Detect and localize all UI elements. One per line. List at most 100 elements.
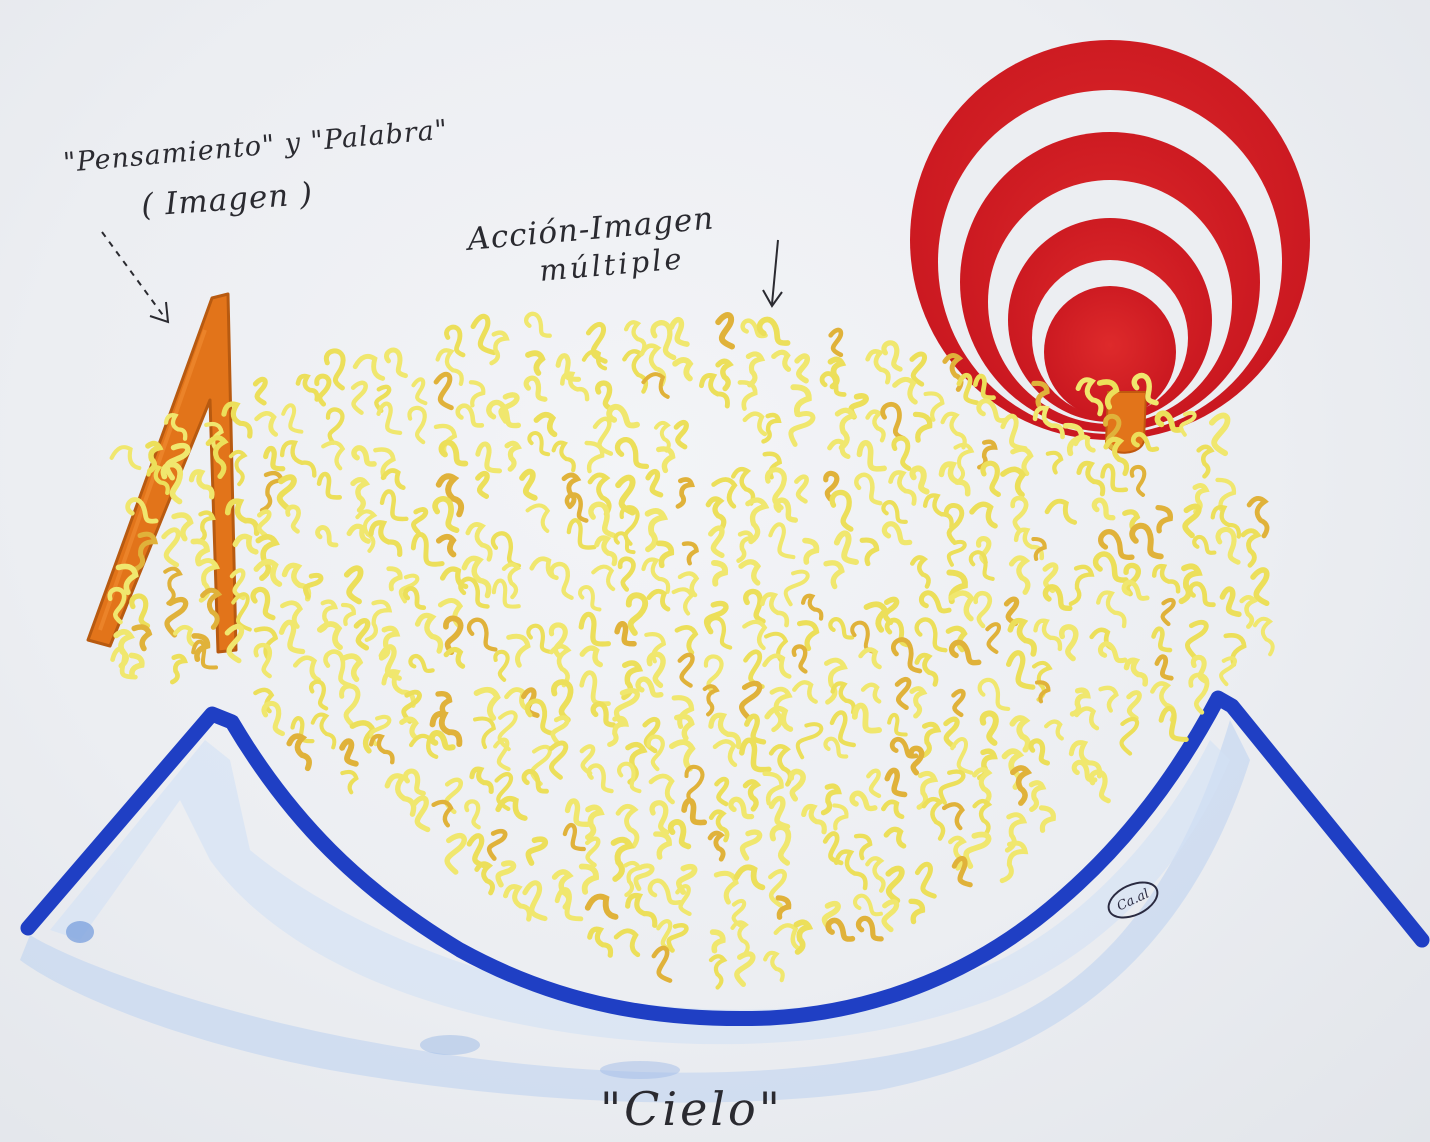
squiggle-mark [221,401,253,439]
squiggle-mark [674,713,695,741]
squiggle-mark [946,540,967,567]
squiggle-mark [921,796,946,841]
squiggle-mark [578,863,599,895]
squiggle-mark [1071,759,1098,783]
squiggle-mark [458,576,490,609]
squiggle-mark [923,391,945,422]
squiggle-mark [908,898,926,925]
squiggle-mark [617,761,642,794]
squiggle-mark [411,507,429,535]
squiggle-mark [646,588,671,612]
squiggle-mark [584,804,605,841]
squiggle-mark [613,687,640,727]
squiggle-mark [585,321,608,364]
squiggle-mark [681,797,708,826]
squiggle-mark [414,612,444,654]
squiggle-mark [858,647,882,670]
squiggle-mark [794,474,809,504]
squiggle-mark [1240,528,1262,568]
squiggle-mark [739,737,772,773]
squiggle-mark [622,349,649,394]
squiggle-mark [773,497,799,523]
squiggle-mark [764,705,794,732]
squiggle-mark [586,763,614,794]
squiggle-mark [1223,633,1247,667]
squiggle-mark [769,824,792,866]
squiggle-mark [191,639,219,670]
squiggle-mark [655,540,675,569]
squiggle-mark [953,442,975,485]
squiggle-mark [466,833,489,869]
squiggle-mark [743,588,766,624]
squiggle-mark [1092,551,1129,583]
squiggle-mark [769,686,793,733]
squiggle-mark [346,523,371,544]
squiggle-mark [1178,563,1203,605]
squiggle-mark [641,557,671,594]
squiggle-mark [200,587,223,630]
squiggle-mark [672,356,694,382]
squiggle-mark [891,637,923,674]
squiggle-mark [849,790,878,812]
squiggle-mark [985,622,1001,654]
squiggle-mark [1091,497,1116,521]
squiggle-mark [355,509,378,553]
squiggle-mark [951,856,973,888]
squiggle-mark [475,441,503,474]
squiggle-mark [833,530,859,565]
squiggle-mark [1010,765,1033,806]
squiggle-mark [401,689,422,724]
squiggle-mark [945,625,968,653]
squiggle-mark [431,799,454,828]
squiggle-mark [228,449,248,487]
squiggle-mark [745,497,770,545]
squiggle-mark [1123,562,1142,597]
yellow-squiggle-marks [107,311,1275,990]
squiggle-mark [323,348,346,391]
squiggle-mark [881,521,913,546]
squiggle-mark [635,676,664,698]
squiggle-mark [490,531,522,568]
squiggle-mark [739,680,763,722]
squiggle-mark [763,950,785,983]
squiggle-mark [613,928,641,958]
squiggle-mark [1215,526,1241,565]
squiggle-mark [205,435,229,480]
squiggle-mark [172,624,197,648]
squiggle-mark [1188,672,1210,715]
squiggle-mark [614,437,650,470]
squiggle-mark [883,826,907,849]
squiggle-mark [830,681,856,715]
sun-rings-icon [910,40,1310,454]
squiggle-mark [386,566,403,592]
squiggle-mark [1044,498,1078,525]
squiggle-mark [566,518,597,550]
squiggle-mark [1009,715,1031,753]
squiggle-mark [259,470,285,513]
squiggle-mark [578,611,611,647]
squiggle-mark [1098,529,1135,560]
squiggle-mark [468,380,486,408]
squiggle-mark [671,587,695,616]
squiggle-mark [919,590,952,614]
squiggle-mark [527,431,551,457]
squiggle-mark [407,405,427,445]
squiggle-mark [595,380,614,412]
squiggle-mark [851,702,882,734]
squiggle-mark [644,507,669,553]
squiggle-mark [110,646,138,680]
squiggle-mark [554,887,584,922]
label-sky: "Cielo" [600,1082,783,1136]
squiggle-mark [1096,379,1120,410]
squiggle-mark [828,327,844,358]
squiggle-mark [909,351,927,387]
squiggle-mark [979,710,999,746]
squiggle-mark [625,592,649,636]
squiggle-mark [1185,619,1209,660]
squiggle-mark [675,863,698,895]
squiggle-mark [768,795,791,830]
squiggle-mark [339,653,364,683]
squiggle-mark [402,586,427,611]
squiggle-mark [254,411,279,437]
squiggle-mark [792,680,818,704]
